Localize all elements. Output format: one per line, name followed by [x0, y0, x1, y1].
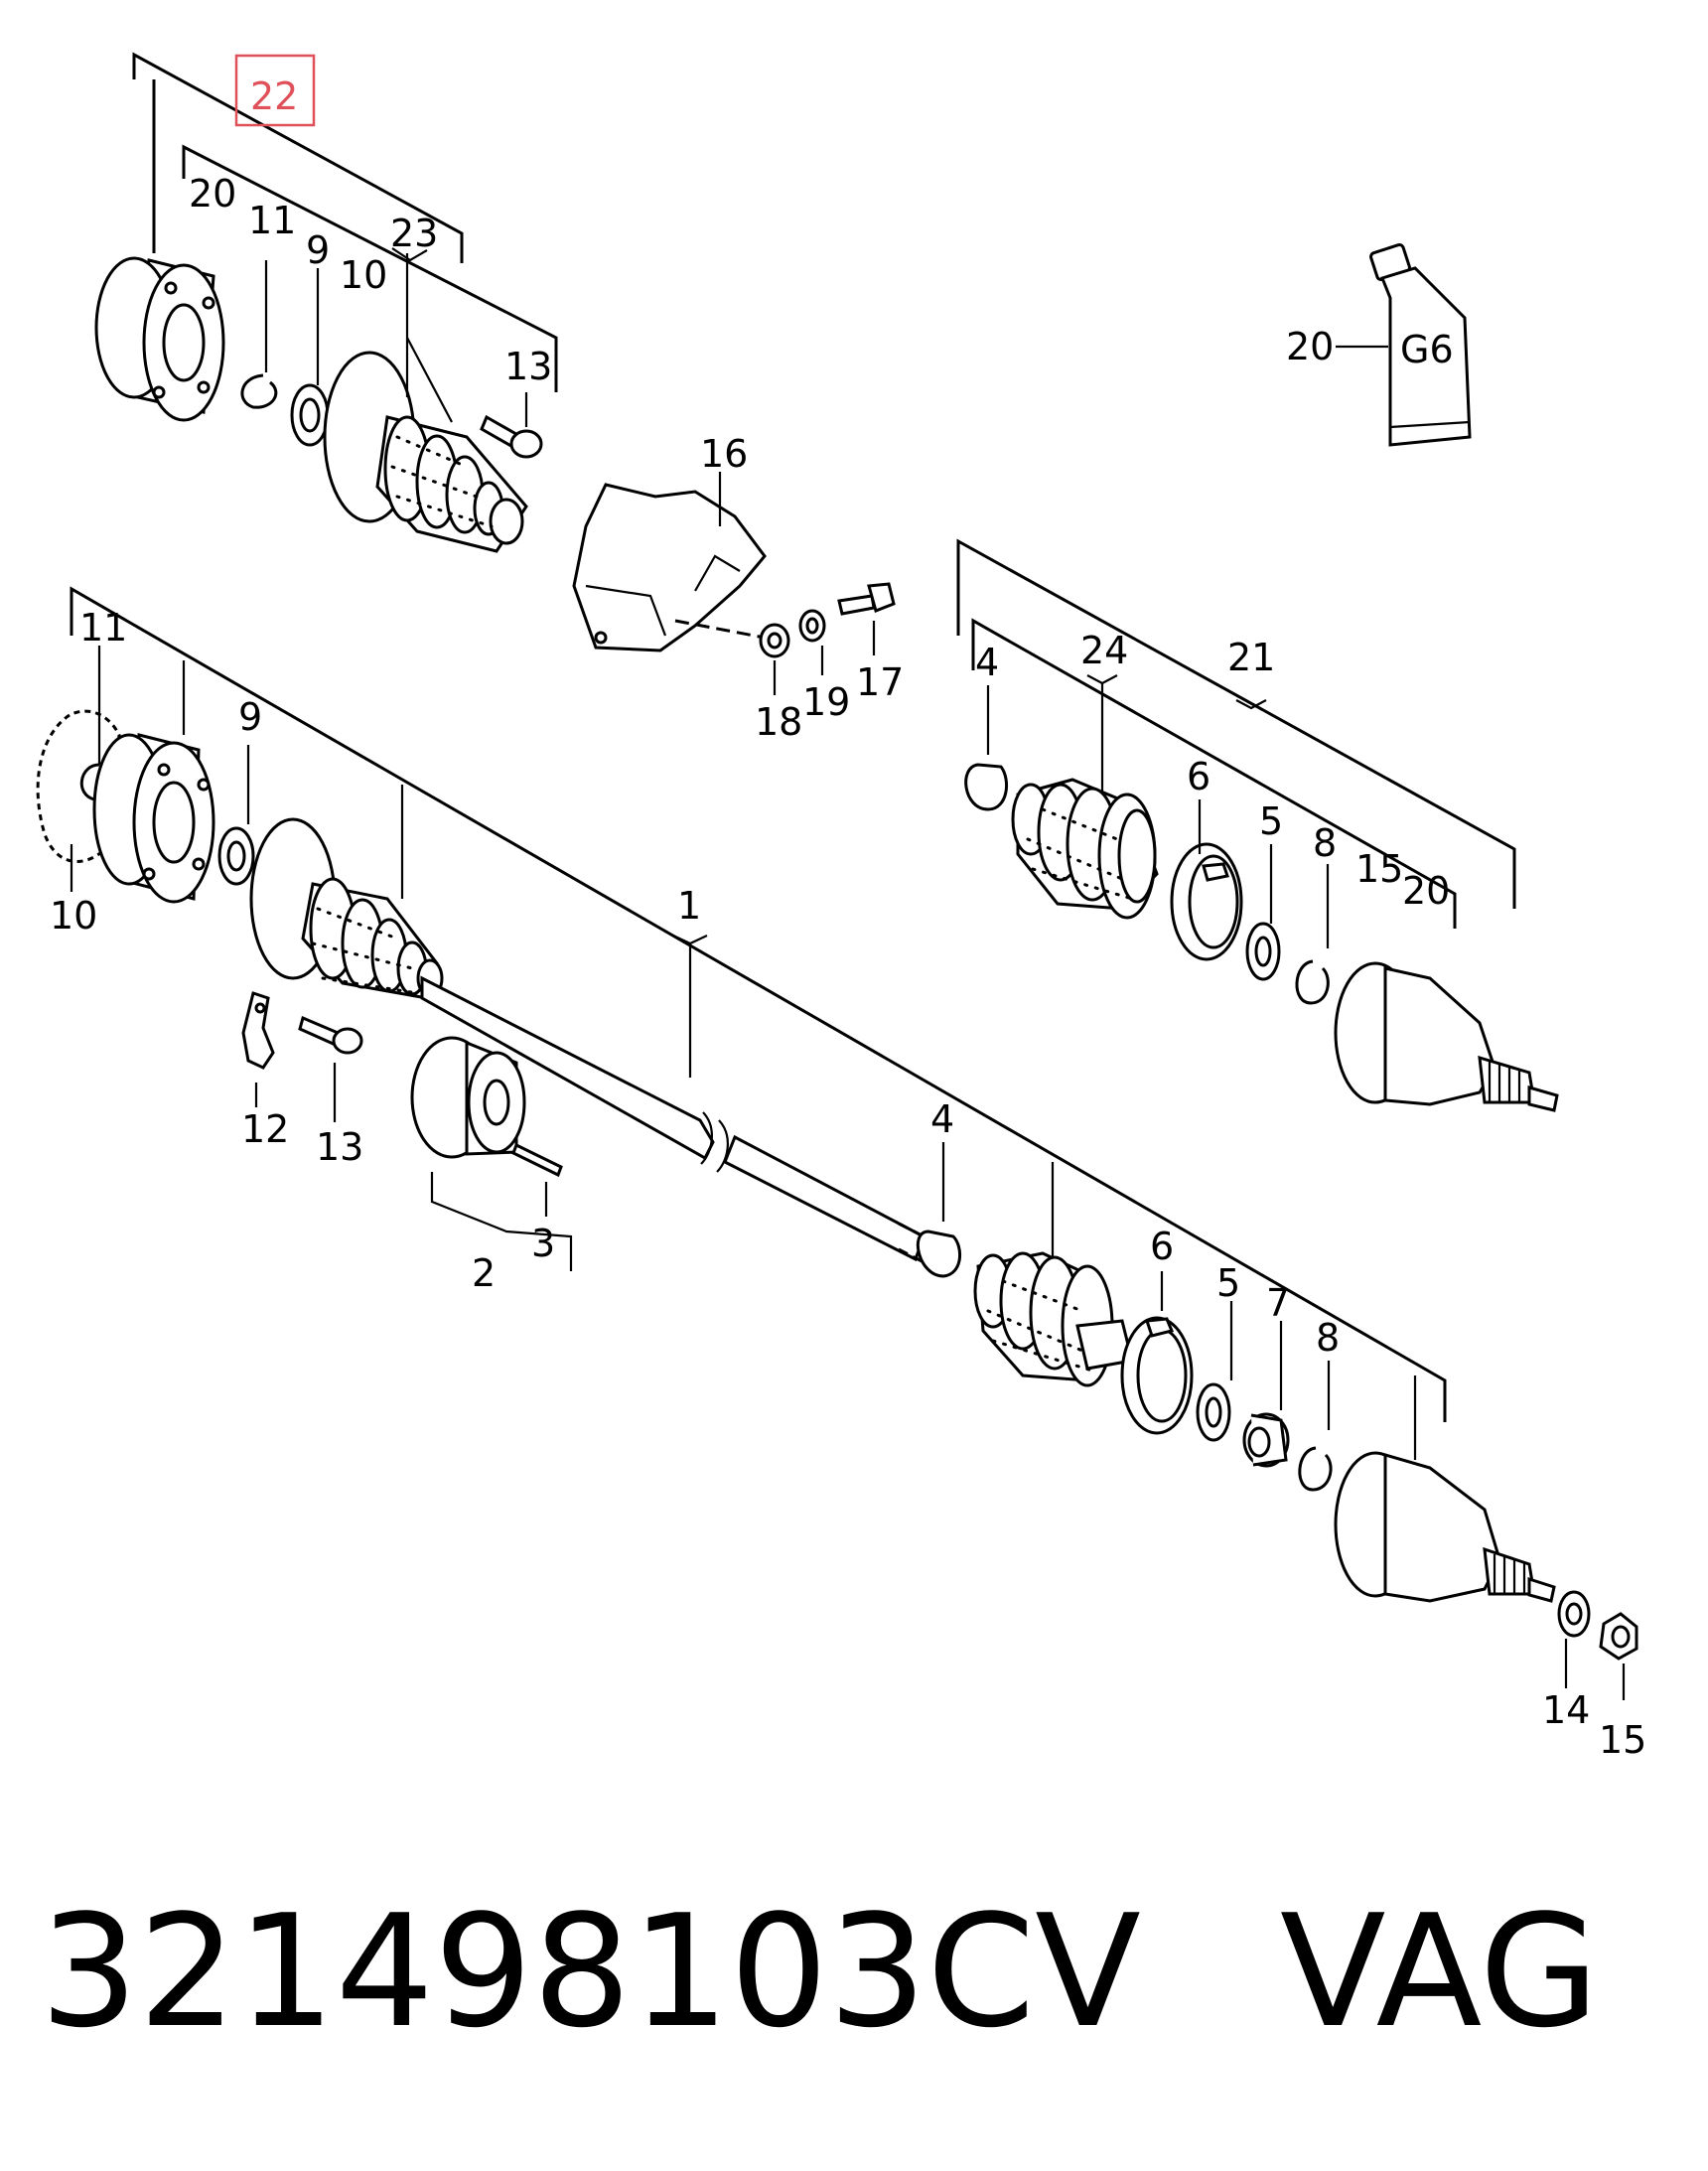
- callout-4-lower[interactable]: 4: [930, 1097, 954, 1141]
- washer-19: [798, 609, 826, 675]
- callout-1[interactable]: 1: [677, 884, 701, 928]
- callout-5-upper[interactable]: 5: [1259, 799, 1283, 843]
- callout-17[interactable]: 17: [856, 660, 904, 704]
- brand-name: VAG: [1279, 1881, 1600, 2062]
- callout-19[interactable]: 19: [802, 680, 850, 724]
- bracket-21: [956, 538, 1516, 909]
- callout-20-tube[interactable]: 20: [1286, 325, 1334, 368]
- outer-cv-joint-upper: [1334, 961, 1559, 1112]
- part-number: 321498103CV: [40, 1881, 1141, 2062]
- callout-2[interactable]: 2: [472, 1251, 496, 1295]
- callout-8-lower[interactable]: 8: [1316, 1316, 1340, 1360]
- callout-14[interactable]: 14: [1542, 1688, 1590, 1732]
- callout-labels: 22 20 11 9 10 23 13 16 18 19 17 20 11 9 …: [50, 74, 1646, 1762]
- spacer-7: [1242, 1321, 1290, 1468]
- bolt-17: [837, 582, 896, 655]
- bolt-13-top: [480, 392, 543, 459]
- drive-shaft: [420, 975, 934, 1269]
- callout-22[interactable]: 22: [250, 74, 298, 118]
- callout-16[interactable]: 16: [700, 432, 748, 476]
- callout-6-upper[interactable]: 6: [1187, 755, 1210, 798]
- callout-15-upper[interactable]: 15: [1355, 847, 1403, 891]
- bolt-13-left: [298, 1015, 363, 1122]
- circlip-8-lower: [1298, 1361, 1333, 1492]
- callout-21[interactable]: 21: [1227, 636, 1275, 679]
- callout-13-top[interactable]: 13: [504, 345, 552, 388]
- washer-5-upper: [1245, 844, 1281, 981]
- callout-12[interactable]: 12: [241, 1107, 289, 1151]
- nut-15-lower: [1599, 1612, 1638, 1700]
- callout-8-upper[interactable]: 8: [1313, 821, 1337, 865]
- clamp-4-upper: [964, 685, 1009, 811]
- callout-6-lower[interactable]: 6: [1150, 1225, 1174, 1268]
- callout-24[interactable]: 24: [1080, 629, 1128, 672]
- cv-joint-outer-housing-top: [94, 256, 225, 422]
- callout-11-left[interactable]: 11: [79, 606, 127, 650]
- cv-joint-boot-top: [323, 253, 528, 553]
- cv-boot-upper: [1011, 778, 1159, 920]
- washer-18: [759, 623, 790, 695]
- highlight-box-22: [234, 54, 316, 127]
- circlip-top: [240, 260, 278, 409]
- cv-joint-boot-left: [249, 785, 444, 1000]
- washer-top: [290, 268, 330, 447]
- clamp-6-lower: [1120, 1271, 1194, 1435]
- callout-10-left[interactable]: 10: [50, 894, 97, 938]
- callout-11-top[interactable]: 11: [248, 199, 296, 242]
- callout-13-left[interactable]: 13: [316, 1125, 363, 1169]
- cv-joint-outer-housing-left: [92, 660, 215, 904]
- callout-23[interactable]: 23: [390, 212, 438, 255]
- bracket-1: [70, 586, 1447, 1422]
- bracket-23: [182, 144, 558, 392]
- grease-tube: G6: [1336, 242, 1472, 447]
- dust-cap-2: [410, 1036, 573, 1271]
- heat-shield: [572, 472, 767, 652]
- bracket-24: [971, 618, 1457, 929]
- callout-3[interactable]: 3: [531, 1222, 555, 1265]
- washer-9-left: [217, 745, 255, 886]
- cv-boot-lower: [973, 1162, 1134, 1387]
- callout-10-top[interactable]: 10: [340, 253, 387, 297]
- grease-tube-label: G6: [1400, 328, 1454, 371]
- callout-20-upper[interactable]: 20: [1402, 869, 1450, 913]
- callout-9-top[interactable]: 9: [306, 228, 330, 272]
- circlip-8-upper: [1295, 864, 1330, 1005]
- washer-5-lower: [1196, 1301, 1233, 1442]
- exploded-parts-diagram: G6: [36, 52, 1646, 1762]
- callout-4-upper[interactable]: 4: [975, 641, 999, 684]
- washer-14: [1557, 1590, 1591, 1688]
- lock-plate-12: [241, 991, 275, 1107]
- footer: 321498103CV VAG: [40, 1882, 1668, 2061]
- clamp-6-upper: [1170, 799, 1243, 961]
- callout-5-lower[interactable]: 5: [1216, 1261, 1240, 1305]
- outer-cv-joint-lower: [1334, 1375, 1556, 1603]
- callout-18[interactable]: 18: [755, 700, 802, 744]
- clamp-4-lower: [916, 1142, 962, 1278]
- bracket-22: [132, 52, 464, 263]
- callout-20-top[interactable]: 20: [189, 172, 236, 216]
- callout-7[interactable]: 7: [1266, 1281, 1290, 1325]
- callout-15-lower[interactable]: 15: [1599, 1718, 1646, 1762]
- callout-9-left[interactable]: 9: [238, 695, 262, 739]
- pin-3: [511, 1142, 563, 1217]
